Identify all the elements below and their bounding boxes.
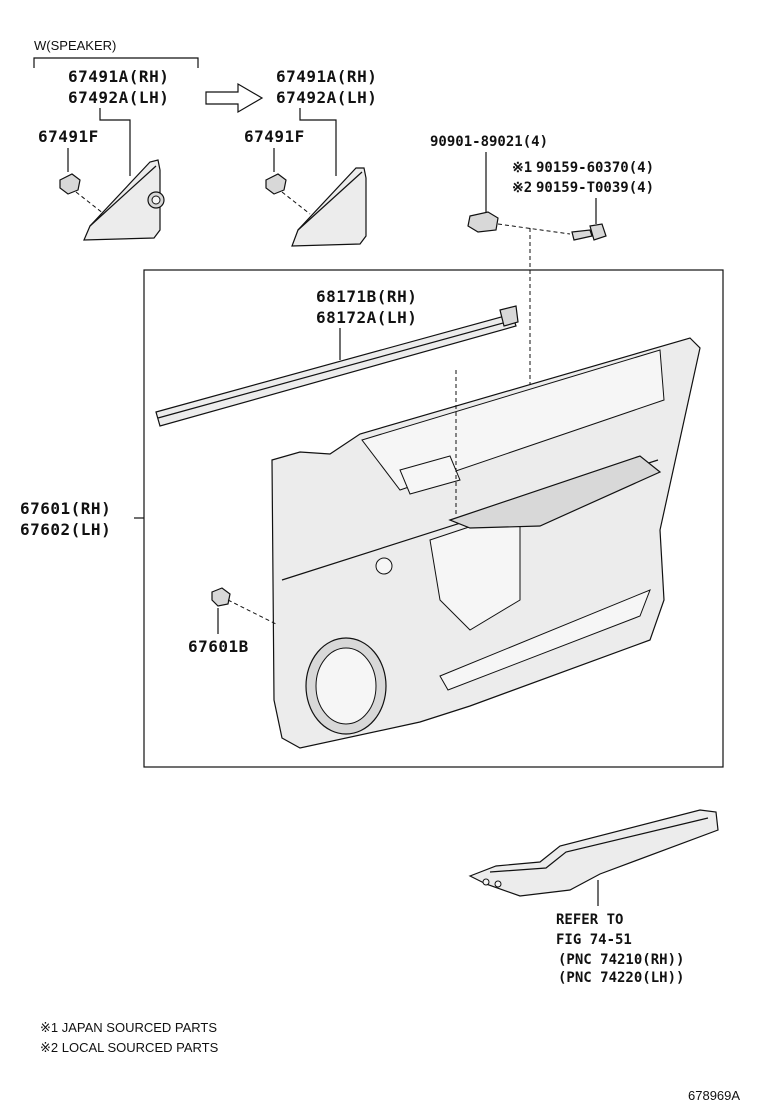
clip-67601b-icon <box>211 587 231 607</box>
screw-shaft <box>571 229 593 241</box>
label-67601: 67601(RH) <box>20 499 111 518</box>
nut-icon <box>467 211 499 233</box>
label-68172a: 68172A(LH) <box>316 308 417 327</box>
note-japan-sourced: ※1 JAPAN SOURCED PARTS <box>40 1020 217 1035</box>
label-pnc-rh: (PNC 74210(RH)) <box>558 952 684 968</box>
label-67491a-rh-2: 67491A(RH) <box>276 67 377 86</box>
door-speaker-inner <box>315 647 377 725</box>
label-67492a-lh-2: 67492A(LH) <box>276 88 377 107</box>
note-local-sourced: ※2 LOCAL SOURCED PARTS <box>40 1040 219 1055</box>
diagram-id: 678969A <box>688 1088 740 1103</box>
label-68171b: 68171B(RH) <box>316 287 417 306</box>
mark-2: ※2 <box>512 180 532 196</box>
label-pnc-lh: (PNC 74220(LH)) <box>558 970 684 986</box>
label-67491f-1: 67491F <box>38 127 99 146</box>
label-90159-60370: 90159-60370(4) <box>536 160 654 176</box>
triangle-cover-edge <box>89 165 157 227</box>
arrow-icon <box>205 82 264 114</box>
weatherstrip <box>155 313 517 427</box>
armrest-hole-1 <box>482 878 490 886</box>
speaker-bracket <box>33 57 199 68</box>
label-refer-to: REFER TO <box>556 912 623 928</box>
mark-1: ※1 <box>512 160 532 176</box>
dash-clip-1 <box>75 191 105 215</box>
dash-screw <box>497 223 571 235</box>
dash-clip-2 <box>281 191 311 215</box>
weatherstrip-line <box>157 319 515 419</box>
label-90901: 90901-89021(4) <box>430 134 548 150</box>
speaker-header: W(SPEAKER) <box>34 38 116 53</box>
label-fig: FIG 74-51 <box>556 932 632 948</box>
armrest-edge <box>489 817 709 873</box>
armrest-switch-panel <box>448 455 662 529</box>
pull-handle <box>399 455 461 495</box>
label-67601b: 67601B <box>188 637 249 656</box>
armrest-hole-2 <box>494 880 502 888</box>
label-67491f-2: 67491F <box>244 127 305 146</box>
armrest-part <box>468 809 719 897</box>
screw-icon <box>589 223 607 241</box>
leader-67491a-2 <box>299 108 337 176</box>
label-67602: 67602(LH) <box>20 520 111 539</box>
label-90159-t0039: 90159-T0039(4) <box>536 180 654 196</box>
triangle-cover <box>291 167 367 247</box>
dash-67601b <box>227 599 277 625</box>
leader-67491a-1 <box>99 108 131 176</box>
clip-icon <box>59 173 81 195</box>
label-67492a-lh-1: 67492A(LH) <box>68 88 169 107</box>
weatherstrip-end <box>499 305 519 327</box>
inner-handle-icon <box>375 557 393 575</box>
triangle-cover-edge-2 <box>297 171 363 231</box>
speaker-center <box>151 195 161 205</box>
door-lower-pocket <box>439 589 651 691</box>
door-upper-insert <box>361 349 665 491</box>
clip-icon <box>265 173 287 195</box>
label-67491a-rh-1: 67491A(RH) <box>68 67 169 86</box>
